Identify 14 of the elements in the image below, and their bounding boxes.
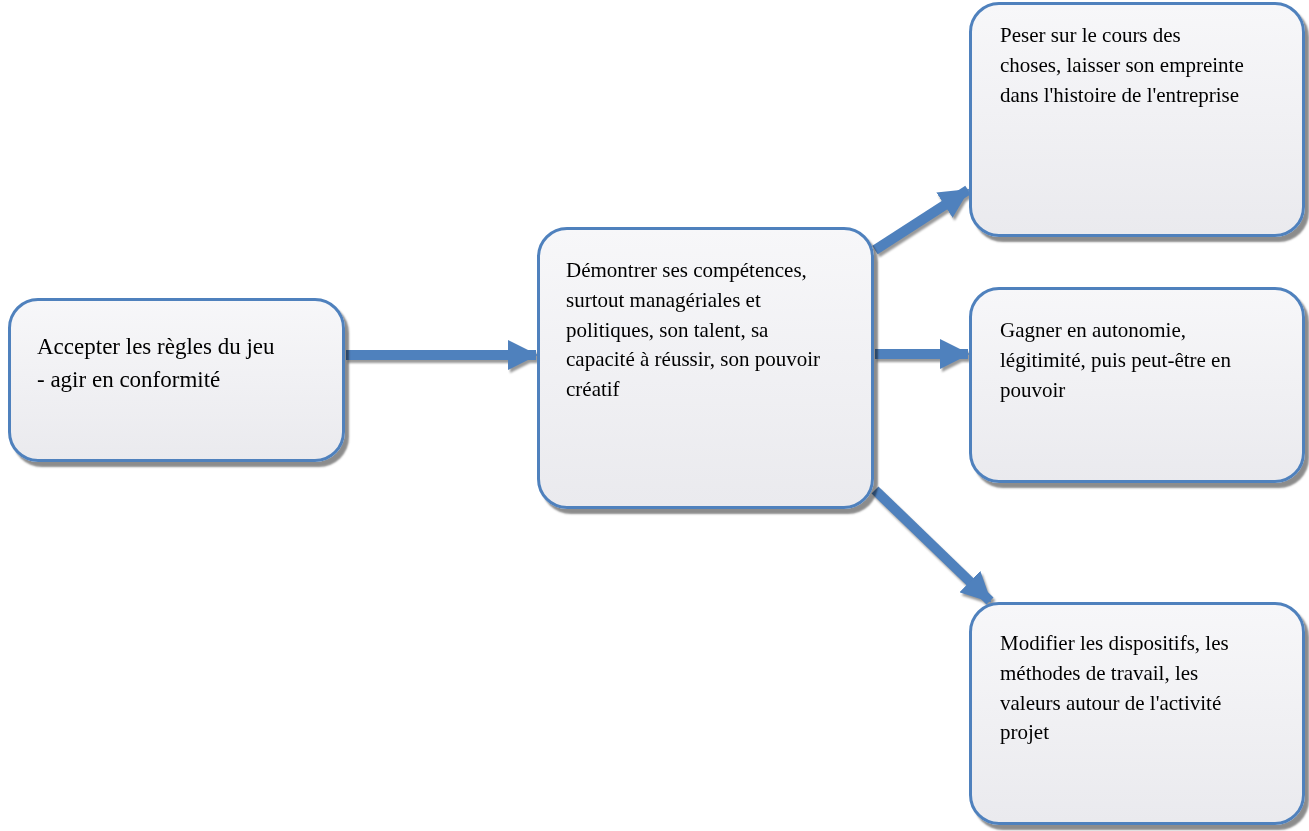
- box-text: Démontrer ses compétences, surtout managériales et politiques, son talent, sa capacité à réussir, son pouvoir créatif: [566, 257, 821, 404]
- arrow: [871, 486, 994, 605]
- box-text: Accepter les règles du jeu - agir en conformité: [37, 333, 276, 394]
- rounded-box: [969, 287, 1305, 483]
- rounded-box: [969, 602, 1305, 825]
- box-text: Gagner en autonomie, légitimité, puis peut-être en pouvoir: [1000, 317, 1232, 404]
- arrow: [346, 340, 538, 370]
- rounded-box: [8, 298, 345, 462]
- rounded-box: [969, 2, 1305, 237]
- arrow: [872, 185, 971, 255]
- arrow: [875, 339, 970, 369]
- box-text: Peser sur le cours des choses, laisser son empreinte dans l'histoire de l'entreprise: [1000, 22, 1245, 109]
- rounded-box: [537, 227, 874, 509]
- box-text: Modifier les dispositifs, les méthodes de travail, les valeurs autour de l'activité projet: [1000, 630, 1230, 747]
